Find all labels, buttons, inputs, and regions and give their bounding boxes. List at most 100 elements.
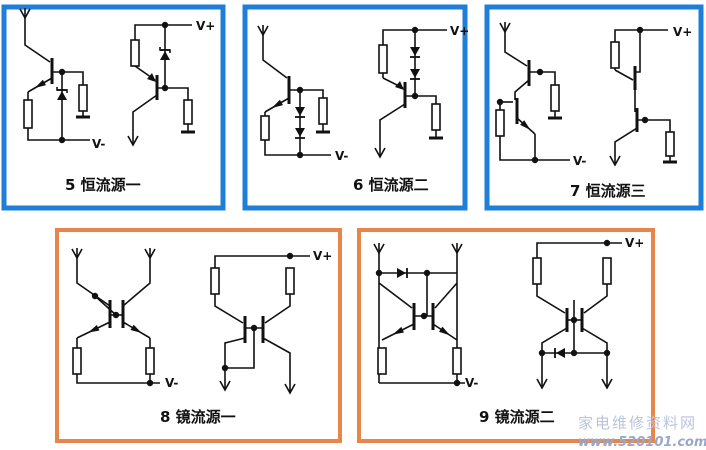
junction-dot <box>146 379 154 387</box>
resistor-symbol <box>532 257 542 285</box>
panel-9-circuit: V- V+ 9 镜流源二 <box>373 236 644 426</box>
wire <box>27 128 90 141</box>
junction-dot <box>603 239 611 247</box>
vplus-label: V+ <box>450 24 469 38</box>
current-arrow-icon <box>609 155 621 167</box>
wire <box>379 103 406 157</box>
vplus-label: V+ <box>673 25 692 39</box>
junction-dot <box>91 292 99 300</box>
wire <box>76 248 111 307</box>
emitter-arrow <box>34 79 46 89</box>
wire <box>614 29 668 70</box>
emitter-arrow <box>147 73 156 82</box>
wire <box>214 294 244 324</box>
wire <box>24 8 51 63</box>
watermark-site-name: 家电维修资料网 <box>578 414 697 432</box>
vplus-label: V+ <box>196 19 215 33</box>
emitter-arrow <box>88 324 100 333</box>
resistor-symbol <box>602 257 612 285</box>
current-arrow-icon <box>451 243 463 255</box>
vminus-label: V- <box>335 149 348 163</box>
wire <box>262 25 288 79</box>
diode-symbol <box>57 91 67 100</box>
panel-7-circuit: V- V+ 7 恒流源三 <box>495 22 692 200</box>
wire <box>157 87 189 100</box>
wire <box>262 337 291 393</box>
resistor-symbol <box>495 109 505 137</box>
diode-symbol <box>295 107 305 116</box>
wire <box>635 30 641 73</box>
vminus-label: V- <box>465 376 478 390</box>
panel-8-frame <box>55 228 342 443</box>
panel-6-circuit: V- V+ 6 恒流源二 <box>257 24 469 194</box>
wire <box>434 282 458 309</box>
resistor-symbol <box>285 267 295 295</box>
current-arrow-icon <box>257 25 269 37</box>
zener-mark <box>56 87 68 93</box>
junction-dot <box>296 151 304 159</box>
junction-dot <box>536 68 544 76</box>
wire <box>225 328 255 369</box>
panel-7-caption: 7 恒流源三 <box>570 182 646 200</box>
panel-9-caption: 9 镜流源二 <box>479 408 555 426</box>
current-arrow-icon <box>71 248 83 260</box>
current-arrow-icon <box>219 380 231 392</box>
resistor-symbol <box>318 97 328 125</box>
vplus-label: V+ <box>313 249 332 263</box>
diode-symbol <box>410 47 420 56</box>
resistor-symbol <box>130 39 140 67</box>
wire <box>132 94 158 145</box>
diode-symbol <box>410 69 420 78</box>
emitter-arrow <box>439 326 450 336</box>
watermark-url: www.520101.com <box>578 435 706 450</box>
resistor-symbol <box>72 347 82 375</box>
wire <box>405 95 437 104</box>
junction-dot <box>453 379 461 387</box>
diode-symbol <box>556 348 565 358</box>
wire <box>541 327 568 353</box>
resistor-symbol <box>431 103 441 131</box>
junction-dot <box>570 349 578 357</box>
panel-8-caption: 8 镜流源一 <box>160 408 236 426</box>
diode-symbol <box>397 268 406 278</box>
wire <box>76 374 160 384</box>
panel-9-frame <box>357 228 655 443</box>
panel-6-caption: 6 恒流源二 <box>353 176 429 194</box>
wire <box>614 127 638 165</box>
emitter-arrow <box>520 120 531 130</box>
wire <box>378 282 413 309</box>
resistor-symbol <box>665 131 675 157</box>
resistor-symbol <box>23 99 33 129</box>
current-arrow-icon <box>536 378 548 390</box>
zener-mark <box>159 47 171 53</box>
panel-7-frame <box>484 4 704 211</box>
junction-dot <box>420 312 428 320</box>
panel-5-circuit: V- V+ 5 恒流源一 <box>19 8 215 194</box>
vminus-label: V- <box>92 137 105 151</box>
emitter-arrow <box>395 81 404 90</box>
wire <box>514 79 530 100</box>
resistor-symbol <box>210 267 220 295</box>
emitter-arrow <box>392 326 404 335</box>
current-arrow-icon <box>127 135 139 147</box>
wire <box>289 89 324 98</box>
vminus-label: V- <box>165 376 178 390</box>
junction-dot <box>375 269 383 277</box>
current-arrow-icon <box>284 383 296 395</box>
wire <box>581 327 608 353</box>
panel-5-frame <box>1 4 226 211</box>
wire <box>264 140 331 156</box>
resistor-symbol <box>452 347 462 375</box>
vminus-label: V- <box>573 154 586 168</box>
junction-dot <box>641 116 649 124</box>
wire <box>122 248 151 307</box>
current-arrow-icon <box>499 22 511 34</box>
junction-dot <box>58 136 66 144</box>
resistor-symbol <box>78 84 88 112</box>
current-arrow-icon <box>373 243 385 255</box>
emitter-arrow <box>271 99 283 109</box>
emitter-arrow <box>130 324 142 334</box>
wire <box>536 242 622 258</box>
resistor-symbol <box>145 347 155 375</box>
